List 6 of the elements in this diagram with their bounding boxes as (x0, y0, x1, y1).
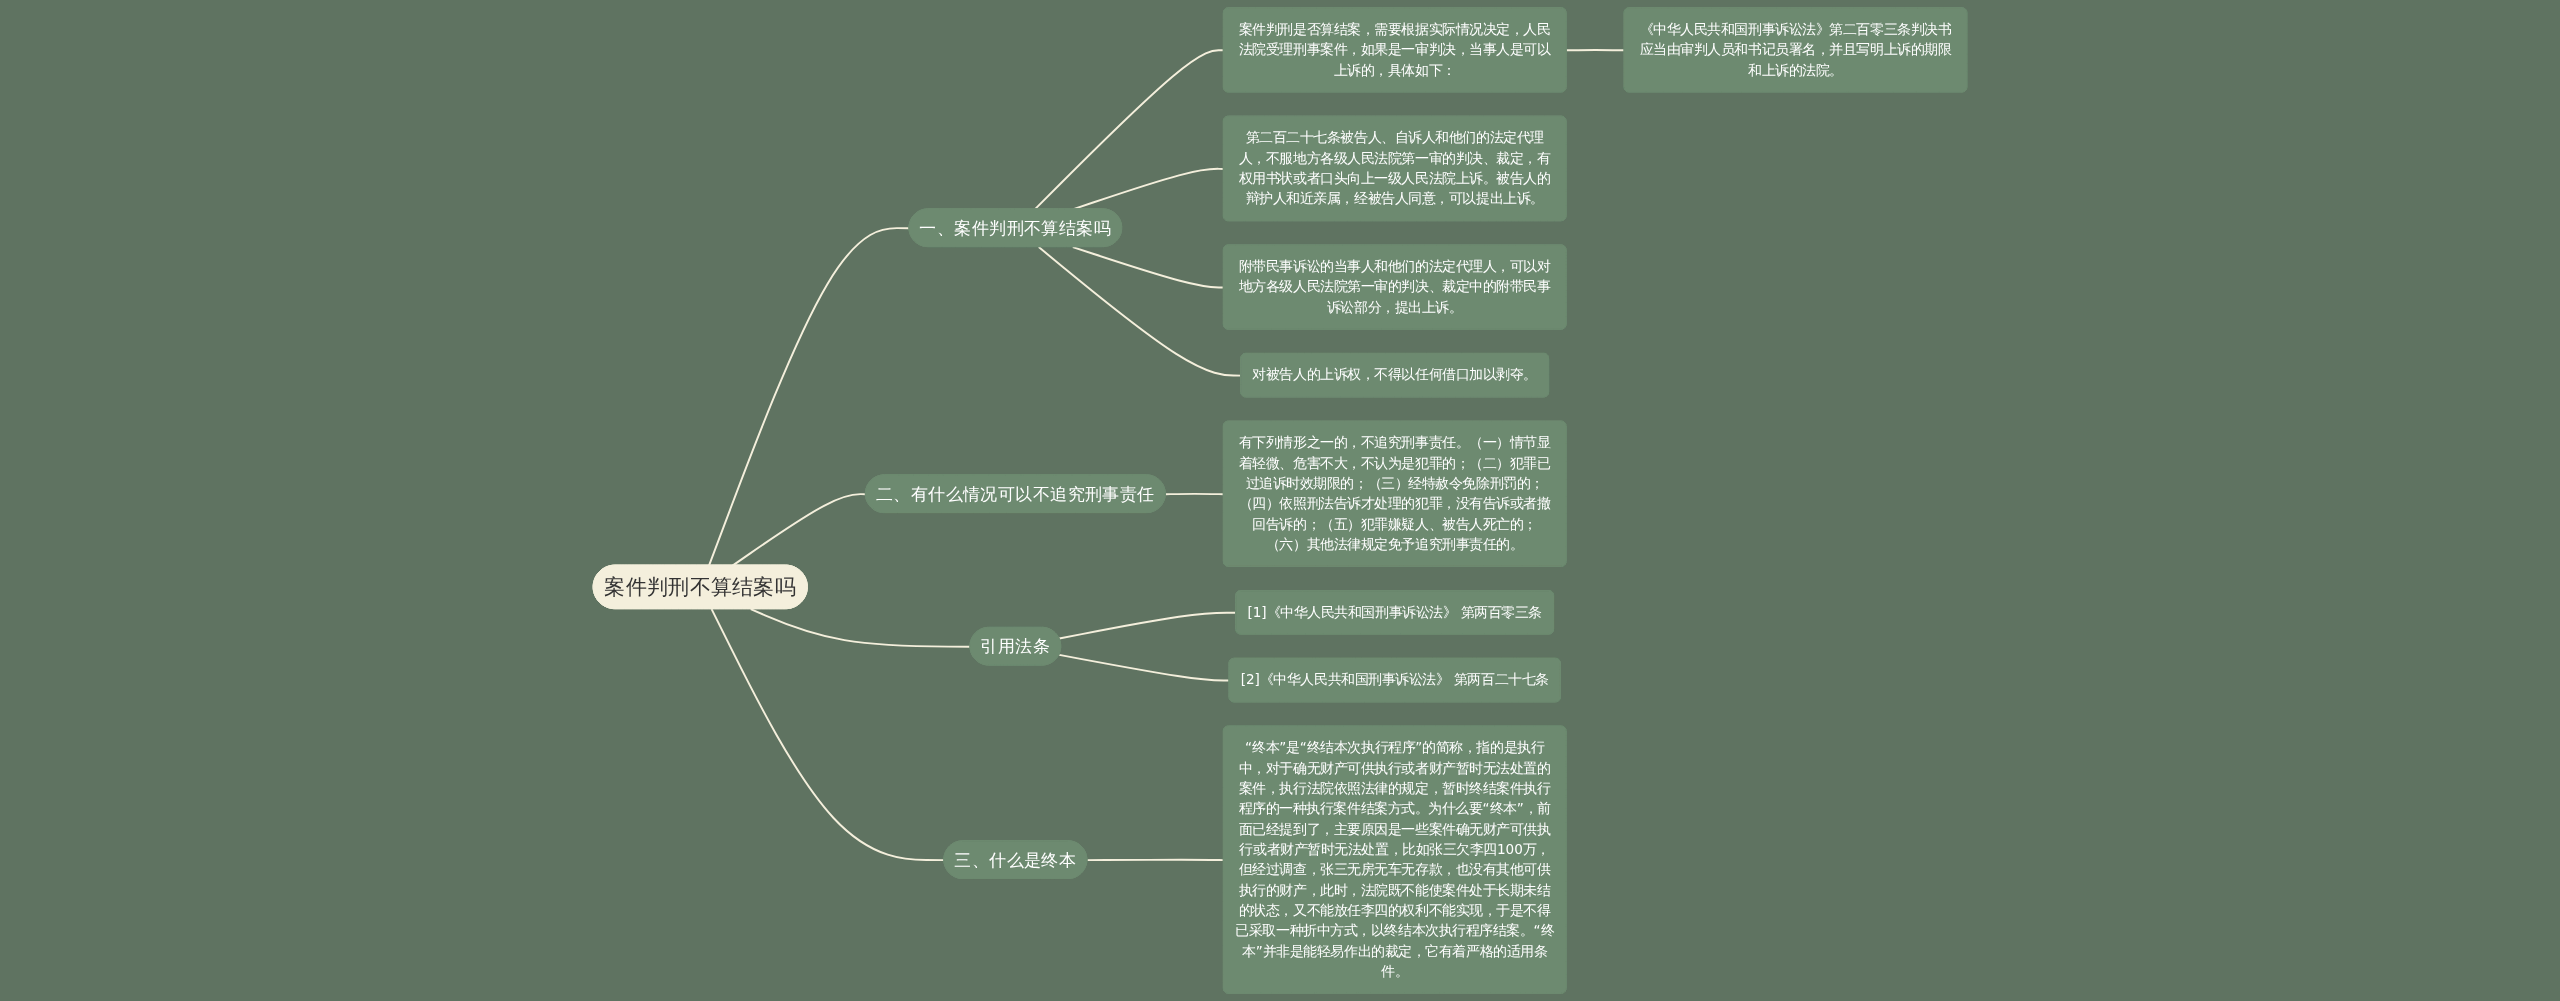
connector (1565, 49, 1626, 52)
connector (1071, 246, 1225, 289)
connector (1164, 492, 1225, 496)
connector (1086, 858, 1225, 862)
connector (1058, 653, 1231, 682)
connector (731, 493, 867, 567)
